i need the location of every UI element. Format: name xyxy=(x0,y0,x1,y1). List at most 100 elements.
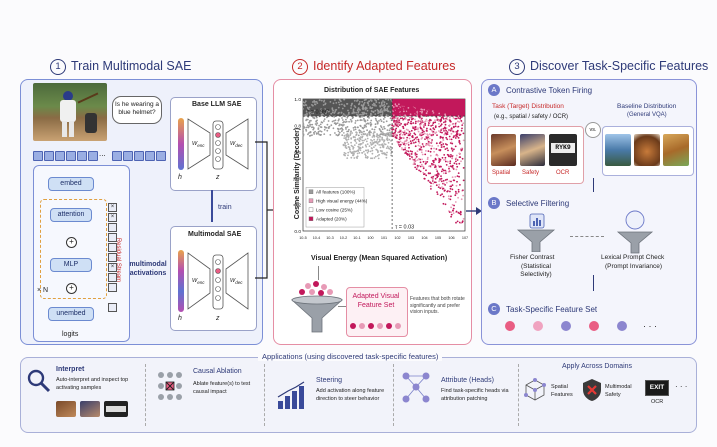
scatter-point-adapted xyxy=(403,130,406,132)
scatter-point-gray xyxy=(378,153,380,156)
scatter-point-gray xyxy=(320,99,323,102)
scatter-point-gray xyxy=(386,129,389,131)
scatter-point-adapted xyxy=(417,110,420,113)
scatter-point-gray xyxy=(338,98,341,101)
scatter-point-adapted xyxy=(413,132,416,135)
scatter-point-adapted xyxy=(452,117,455,119)
scatter-point-gray xyxy=(377,98,380,101)
scatter-point-gray xyxy=(323,99,326,102)
steering-title: Steering xyxy=(316,377,343,384)
scatter-point-gray xyxy=(387,110,390,113)
scatter-point-gray xyxy=(387,99,390,101)
scatter-point-gray xyxy=(351,151,354,154)
scatter-point-adapted xyxy=(446,133,449,135)
scatter-point-gray xyxy=(379,125,382,127)
scatter-point-gray xyxy=(305,110,308,113)
scatter-point-gray xyxy=(364,119,366,122)
scatter-point-adapted xyxy=(428,165,430,168)
scatter-point-gray xyxy=(364,153,366,156)
scatter-point-adapted xyxy=(426,156,429,159)
scatter-point-adapted xyxy=(438,112,441,115)
scatter-point-adapted xyxy=(435,148,438,150)
scatter-point-gray xyxy=(372,111,375,114)
scatter-point-gray xyxy=(376,149,379,151)
scatter-point-gray xyxy=(356,152,359,155)
scatter-point-gray xyxy=(366,156,369,158)
scatter-point-gray xyxy=(346,157,349,159)
scatter-point-adapted xyxy=(427,179,430,182)
scatter-point-adapted xyxy=(409,140,412,143)
scatter-point-adapted xyxy=(395,117,398,119)
scatter-point-gray xyxy=(313,101,316,103)
scatter-point-adapted xyxy=(455,221,457,224)
scatter-point-gray xyxy=(361,131,363,134)
scatter-point-adapted xyxy=(428,133,431,136)
scatter-point-adapted xyxy=(417,138,420,141)
scatter-point-adapted xyxy=(433,174,436,177)
scatter-point-gray xyxy=(334,109,337,111)
scatter-point-adapted xyxy=(425,150,427,152)
scatter-point-gray xyxy=(352,108,355,111)
scatter-point-gray xyxy=(312,116,314,119)
scatter-point-adapted xyxy=(415,153,418,156)
scatter-point-adapted xyxy=(453,135,455,137)
scatter-point-gray xyxy=(302,101,305,104)
scatter-point-adapted xyxy=(444,156,447,159)
baseball-image xyxy=(33,83,107,141)
arrow-fisher-to-lexical xyxy=(570,236,604,237)
scatter-point-gray xyxy=(326,116,328,119)
scatter-point-gray xyxy=(338,103,341,106)
scatter-point-gray xyxy=(386,145,389,148)
scatter-point-gray xyxy=(387,141,390,144)
scatter-point-adapted xyxy=(458,140,461,143)
scatter-point-gray xyxy=(384,116,386,119)
scatter-point-gray xyxy=(320,108,322,111)
scatter-point-gray xyxy=(316,122,319,125)
scatter-point-adapted xyxy=(430,147,433,150)
scatter-point-gray xyxy=(371,110,373,113)
scatter-point-gray xyxy=(370,143,373,146)
base-sae-h-bar xyxy=(178,118,184,170)
scatter-point-gray xyxy=(358,101,361,103)
scatter-point-gray xyxy=(358,140,361,143)
scatter-point-gray xyxy=(382,100,384,102)
scatter-point-adapted xyxy=(395,110,398,113)
scatter-point-adapted xyxy=(451,155,453,158)
panel2-title: Identify Adapted Features xyxy=(313,59,456,73)
scatter-point-gray xyxy=(361,146,364,149)
scatter-point-adapted xyxy=(451,123,454,126)
scatter-point-adapted xyxy=(462,179,465,182)
scatter-point-adapted xyxy=(427,124,430,127)
scatter-point-adapted xyxy=(433,128,436,131)
scatter-point-gray xyxy=(369,106,372,108)
scatter-point-adapted xyxy=(461,124,464,126)
scatter-point-gray xyxy=(353,153,355,155)
scatter-point-gray xyxy=(366,129,368,132)
scatter-point-adapted xyxy=(395,113,398,116)
scatter-point-adapted xyxy=(409,158,411,160)
scatter-point-gray xyxy=(338,133,340,136)
fisher-sub: (Statistical Selectivity) xyxy=(520,263,552,278)
scatter-point-adapted xyxy=(418,164,421,167)
scatter-point-adapted xyxy=(457,172,460,174)
scatter-point-gray xyxy=(386,139,389,142)
scatter-point-adapted xyxy=(406,110,409,112)
scatter-point-adapted xyxy=(444,113,446,116)
scatter-point-gray xyxy=(364,124,367,127)
base-dist-sub: (General VQA) xyxy=(627,112,667,118)
scatter-point-adapted xyxy=(434,166,436,169)
scatter-point-gray xyxy=(303,104,306,107)
scatter-point-gray xyxy=(308,121,310,124)
scatter-point-adapted xyxy=(422,167,425,170)
scatter-point-adapted xyxy=(435,142,438,145)
scatter-point-adapted xyxy=(395,105,398,107)
residual-add-1: + xyxy=(66,237,77,248)
scatter-point-gray xyxy=(360,143,363,145)
scatter-point-adapted xyxy=(399,132,402,135)
scatter-point-adapted xyxy=(430,125,432,127)
scatter-point-gray xyxy=(323,133,326,135)
scatter-point-adapted xyxy=(452,207,455,210)
scatter-point-adapted xyxy=(449,198,452,201)
scatter-point-gray xyxy=(308,132,310,134)
scatter-point-adapted xyxy=(435,184,438,187)
